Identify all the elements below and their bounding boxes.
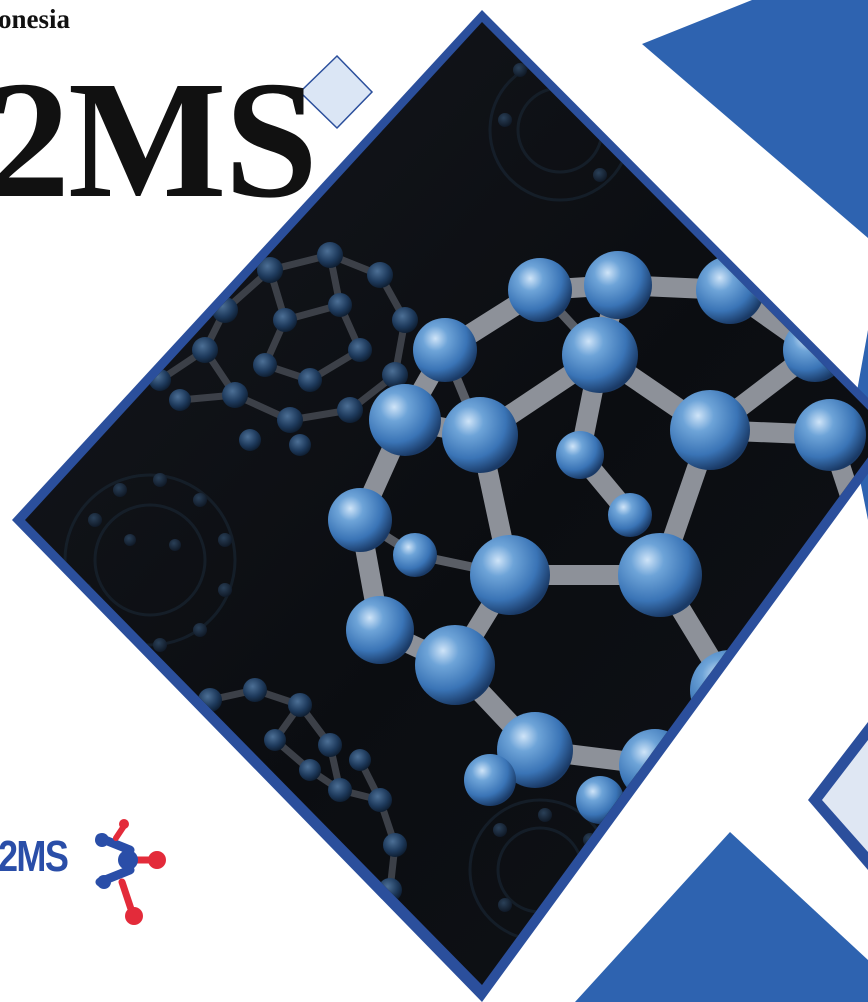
acronym-title: 2MS [0,47,318,233]
bottom-blue-triangle [575,832,868,1002]
molecule-icon [95,819,166,925]
small-light-diamond [298,54,374,130]
country-text: onesia [0,4,71,34]
top-right-blue-diamond [642,0,868,238]
logo-text: 2MS [0,832,69,881]
bottom-right-light-diamond [822,740,868,852]
